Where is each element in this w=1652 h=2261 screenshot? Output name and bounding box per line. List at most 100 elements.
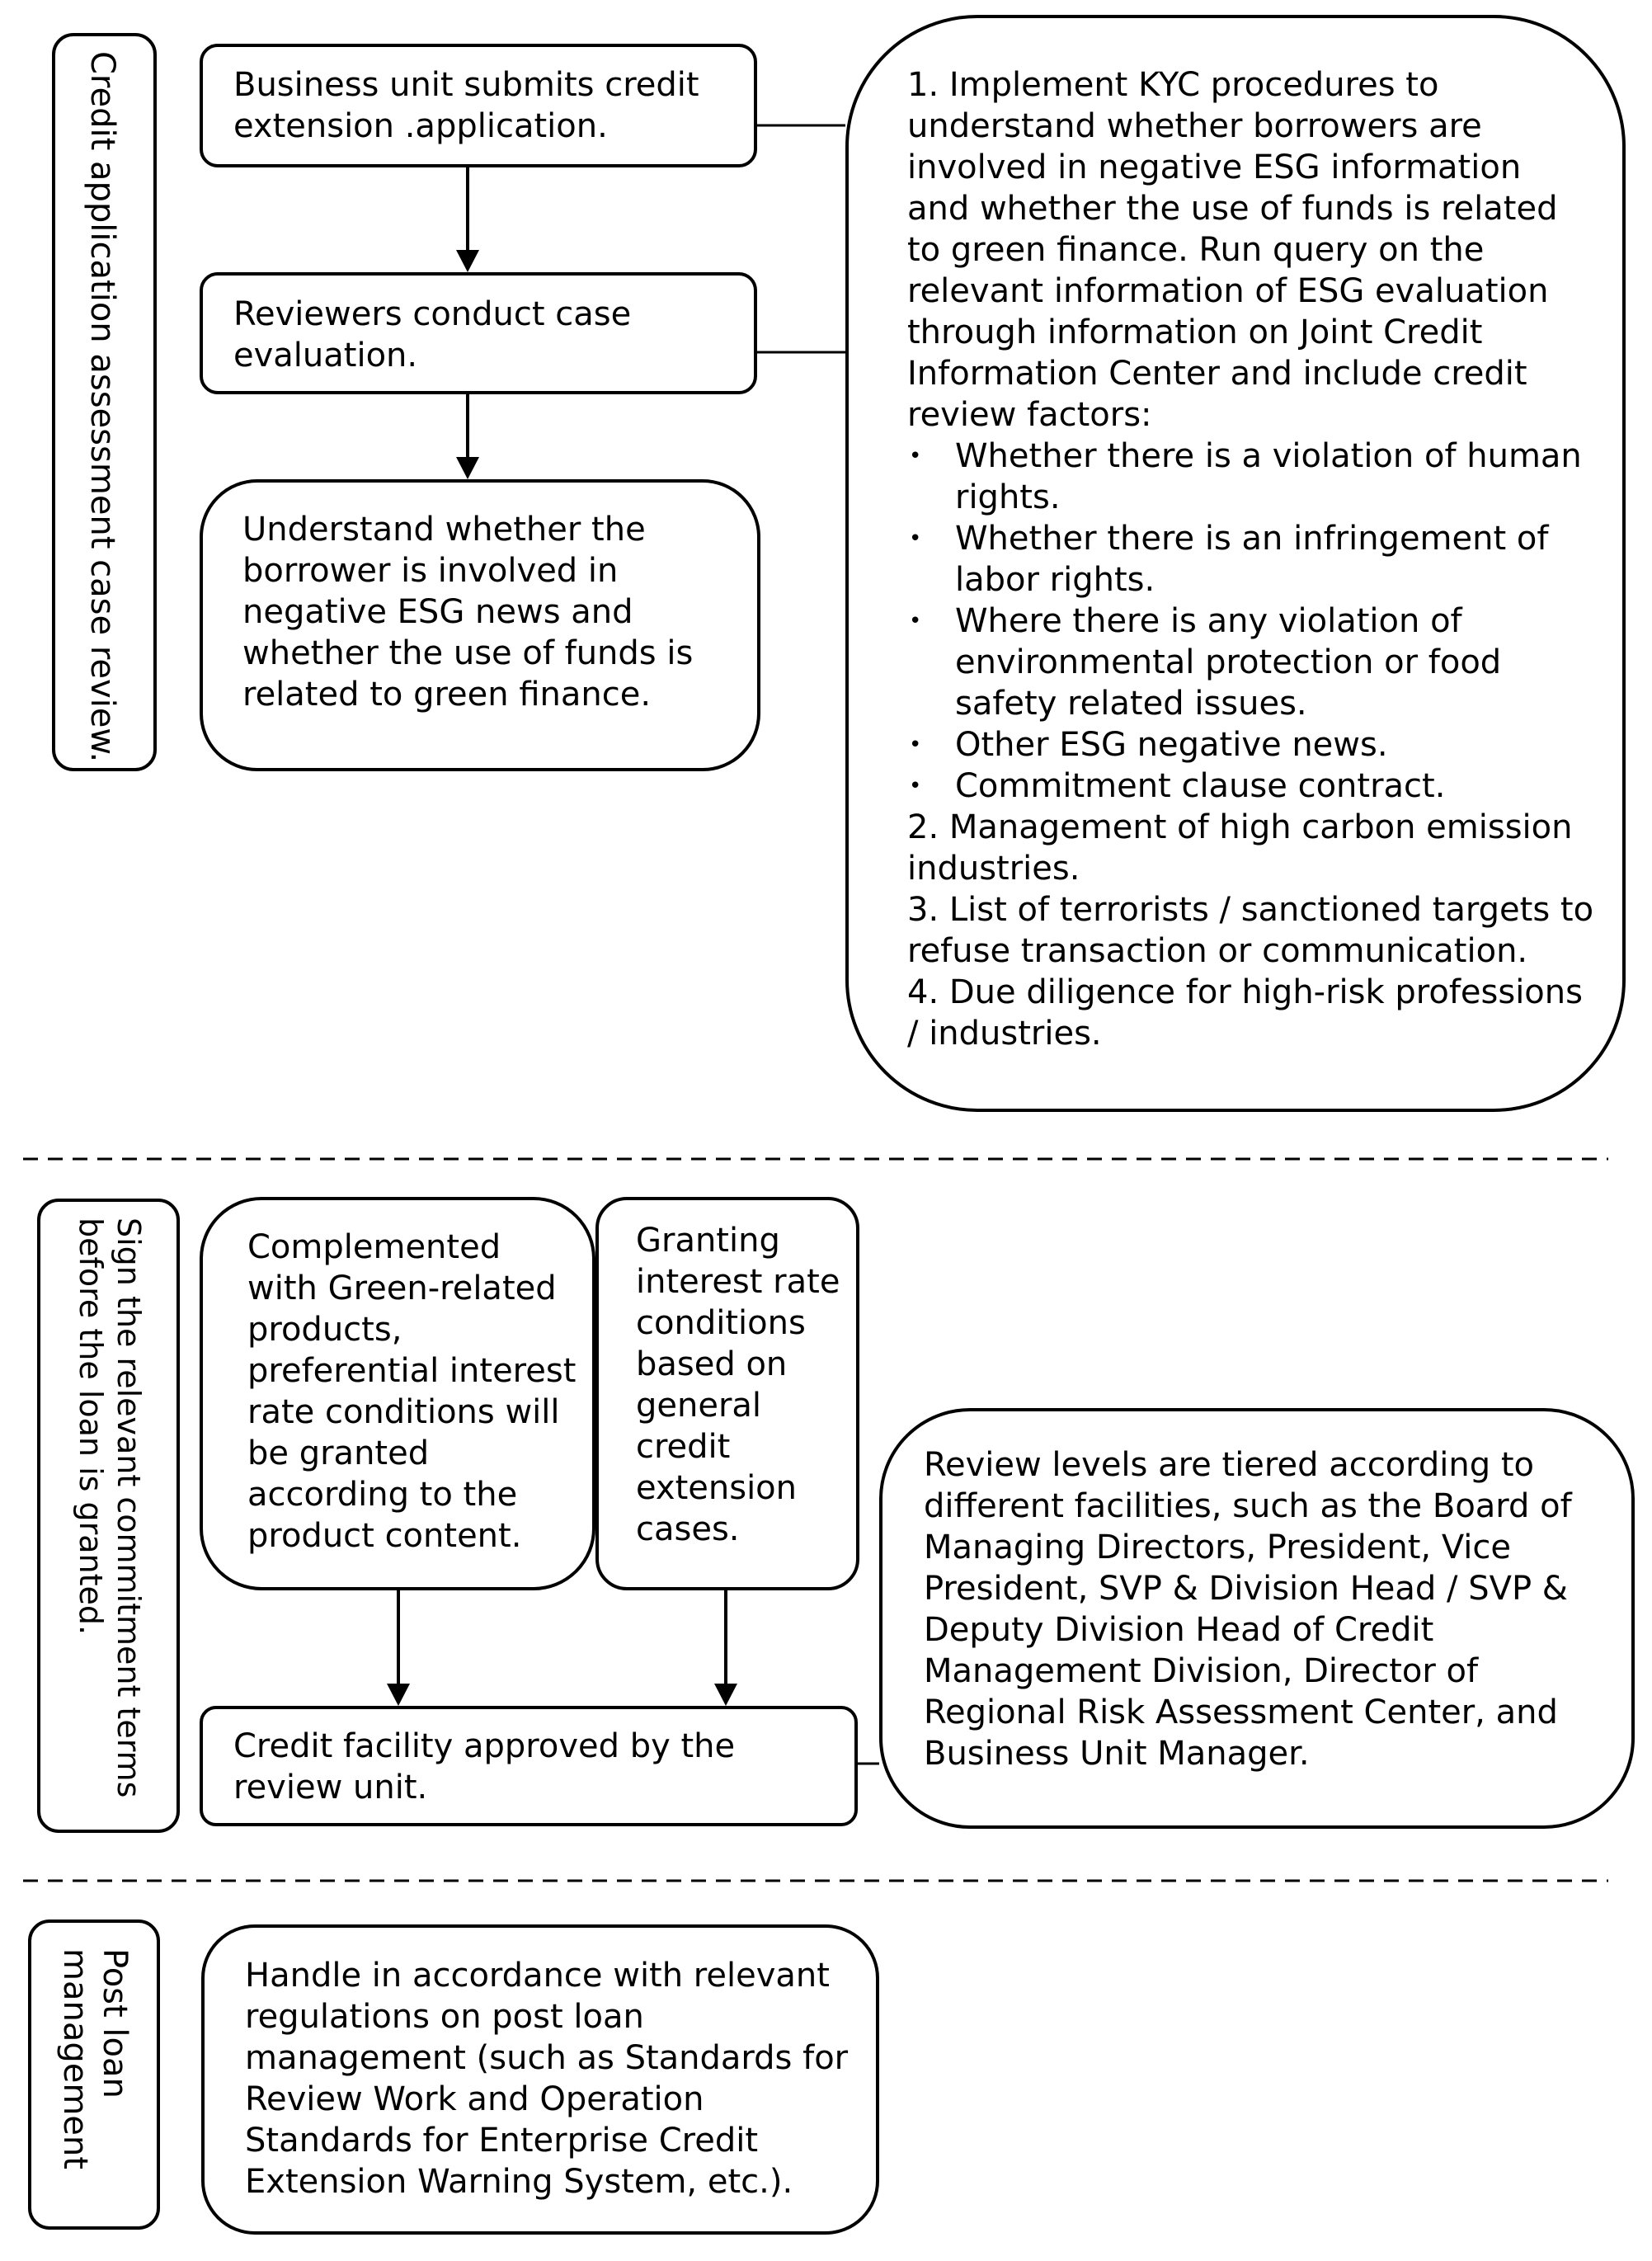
esg-understanding-line-4: whether the use of funds is <box>242 634 694 672</box>
kyc-item-line-3: involved in negative ESG information <box>907 148 1522 186</box>
bullet-environment: • Where there is any violation of enviro… <box>907 601 1584 724</box>
review-levels-line-4: President, SVP & Division Head / SVP & <box>924 1570 1568 1608</box>
lane-label-sign-terms: Sign the relevant commitment terms befor… <box>72 1218 148 1797</box>
esg-understanding-line-3: negative ESG news and <box>242 593 633 631</box>
kyc-item-line-1: 1. Implement KYC procedures to <box>907 66 1439 104</box>
green-products-line-1: Complemented <box>247 1228 501 1266</box>
arrowhead-general-to-approved <box>714 1684 737 1706</box>
bullet-labor-rights-line-2: labor rights. <box>955 561 1155 599</box>
general-conditions-text: Granting interest rate conditions based … <box>636 1220 840 1550</box>
kyc-item-line-7: through information on Joint Credit <box>907 313 1483 351</box>
green-products-line-2: with Green-related <box>247 1269 557 1307</box>
esg-understanding-line-1: Understand whether the <box>242 511 646 549</box>
bullet-commitment-clause: • Commitment clause contract. <box>907 765 1584 807</box>
review-details-box <box>845 15 1626 1112</box>
post-loan-handling-line-2: regulations on post loan <box>245 1998 644 2036</box>
general-conditions-line-1: Granting <box>636 1222 780 1260</box>
esg-understanding-text: Understand whether the borrower is invol… <box>242 509 693 715</box>
bullet-environment-line-2: environmental protection or food <box>955 643 1502 681</box>
facility-approved-line-2: review unit. <box>233 1769 428 1806</box>
review-levels-line-5: Deputy Division Head of Credit <box>924 1611 1434 1649</box>
review-levels-line-6: Management Division, Director of <box>924 1652 1479 1690</box>
general-conditions-box <box>595 1197 859 1590</box>
lane-post-loan <box>28 1919 160 2230</box>
green-products-line-3: products, <box>247 1311 402 1349</box>
review-levels-line-1: Review levels are tiered according to <box>924 1446 1535 1484</box>
sanctions-item-line-1: 3. List of terrorists / sanctioned targe… <box>907 891 1594 929</box>
esg-understanding-box <box>200 479 760 771</box>
post-loan-handling-line-5: Standards for Enterprise Credit <box>245 2122 759 2160</box>
green-products-line-6: be granted <box>247 1434 430 1472</box>
facility-approved-text: Credit facility approved by the review u… <box>233 1726 735 1808</box>
green-products-line-7: according to the <box>247 1476 518 1514</box>
general-conditions-line-2: interest rate <box>636 1263 840 1301</box>
bullet-icon: • <box>909 609 922 634</box>
submit-application-text: Business unit submits credit extension .… <box>233 64 699 147</box>
review-levels-line-8: Business Unit Manager. <box>924 1735 1310 1773</box>
general-conditions-line-8: cases. <box>636 1510 740 1548</box>
esg-understanding-line-2: borrower is involved in <box>242 552 619 590</box>
kyc-item-line-8: Information Center and include credit <box>907 355 1527 393</box>
post-loan-handling-line-4: Review Work and Operation <box>245 2080 704 2118</box>
facility-approved-box <box>200 1706 858 1826</box>
review-levels-line-2: different facilities, such as the Board … <box>924 1487 1572 1525</box>
general-conditions-line-4: based on <box>636 1345 788 1383</box>
submit-application-line-2: extension .application. <box>233 107 608 145</box>
carbon-item-line-1: 2. Management of high carbon emission <box>907 808 1573 846</box>
bullet-human-rights: • Whether there is a violation of human … <box>907 436 1584 518</box>
bullet-icon: • <box>909 732 922 757</box>
due-diligence-item-line-1: 4. Due diligence for high-risk professio… <box>907 973 1583 1011</box>
post-loan-handling-line-6: Extension Warning System, etc.). <box>245 2163 793 2201</box>
bullet-esg-news: • Other ESG negative news. <box>907 724 1584 765</box>
submit-application-line-1: Business unit submits credit <box>233 66 699 104</box>
green-products-line-5: rate conditions will <box>247 1393 560 1431</box>
post-loan-handling-text: Handle in accordance with relevant regul… <box>245 1955 848 2202</box>
post-loan-handling-line-1: Handle in accordance with relevant <box>245 1957 830 1995</box>
bullet-environment-line-1: Where there is any violation of <box>955 602 1462 640</box>
green-products-box <box>200 1197 595 1590</box>
green-products-line-4: preferential interest <box>247 1352 577 1390</box>
arrowhead-submit-to-review <box>456 250 479 272</box>
review-levels-line-3: Managing Directors, President, Vice <box>924 1529 1512 1566</box>
general-conditions-line-6: credit <box>636 1428 731 1466</box>
green-products-line-8: product content. <box>247 1517 522 1555</box>
kyc-item-line-2: understand whether borrowers are <box>907 107 1482 145</box>
carbon-item-line-2: industries. <box>907 850 1080 888</box>
bullet-commitment-clause-line-1: Commitment clause contract. <box>955 767 1446 805</box>
review-levels-text: Review levels are tiered according to di… <box>924 1444 1572 1774</box>
bullet-esg-news-line-1: Other ESG negative news. <box>955 726 1388 764</box>
kyc-item-line-6: relevant information of ESG evaluation <box>907 272 1549 310</box>
kyc-item-line-4: and whether the use of funds is related <box>907 190 1558 228</box>
kyc-item-line-5: to green finance. Run query on the <box>907 231 1485 269</box>
lane-label-post-loan: Post loan management <box>55 1948 134 2169</box>
review-details-text: 1. Implement KYC procedures to understan… <box>907 64 1594 1054</box>
sanctions-item-line-2: refuse transaction or communication. <box>907 932 1528 970</box>
bullet-human-rights-line-1: Whether there is a violation of human <box>955 437 1582 475</box>
general-conditions-line-5: general <box>636 1387 762 1425</box>
esg-understanding-line-5: related to green finance. <box>242 676 652 714</box>
arrowhead-review-to-understand <box>456 457 479 479</box>
kyc-item-line-9: review factors: <box>907 396 1152 434</box>
facility-approved-line-1: Credit facility approved by the <box>233 1727 736 1765</box>
case-evaluation-line-1: Reviewers conduct case <box>233 295 632 333</box>
bullet-labor-rights-line-1: Whether there is an infringement of <box>955 520 1549 558</box>
case-evaluation-box <box>200 272 757 394</box>
bullet-icon: • <box>909 526 922 551</box>
lane-sign-terms <box>37 1199 180 1833</box>
lane-credit-application <box>52 33 157 771</box>
bullet-human-rights-line-2: rights. <box>955 478 1061 516</box>
lane-label-post-loan-line-2: management <box>56 1948 94 2169</box>
lane-label-post-loan-line-1: Post loan <box>96 1948 134 2098</box>
bullet-environment-line-3: safety related issues. <box>955 685 1307 723</box>
post-loan-handling-line-3: management (such as Standards for <box>245 2039 849 2077</box>
review-levels-box <box>879 1408 1635 1829</box>
general-conditions-line-3: conditions <box>636 1304 806 1342</box>
submit-application-box <box>200 44 757 167</box>
case-evaluation-text: Reviewers conduct case evaluation. <box>233 294 631 376</box>
bullet-labor-rights: • Whether there is an infringement of la… <box>907 518 1584 601</box>
green-products-text: Complemented with Green-related products… <box>247 1227 576 1557</box>
case-evaluation-line-2: evaluation. <box>233 337 418 374</box>
review-levels-line-7: Regional Risk Assessment Center, and <box>924 1693 1558 1731</box>
due-diligence-item-line-2: / industries. <box>907 1015 1102 1053</box>
